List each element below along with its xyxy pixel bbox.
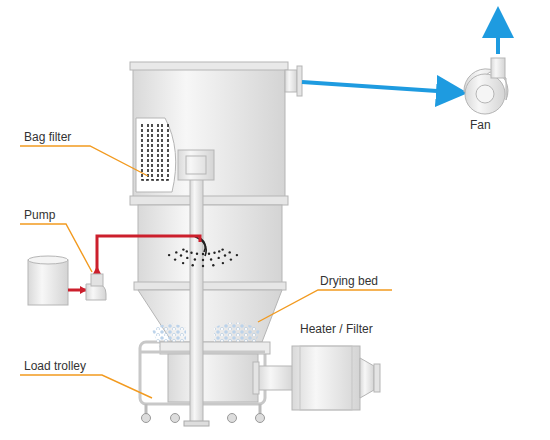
leader-lines [20, 146, 392, 398]
filter-bags [142, 124, 168, 180]
spray-chamber [138, 205, 282, 283]
liquid-line [97, 236, 200, 272]
top-lid [130, 62, 288, 70]
part-label: Bag filter [24, 130, 71, 144]
pipe-head [178, 150, 214, 180]
upper-chamber [133, 66, 285, 198]
liquid-tank [28, 260, 68, 305]
air-inlet-duct [258, 366, 294, 390]
part-label: Fan [470, 118, 491, 132]
exhaust-out-flow [496, 22, 500, 54]
air-plenum [168, 354, 258, 402]
outlet-flange [297, 66, 302, 96]
exhaust-air-flow [302, 82, 452, 92]
outlet-duct [285, 70, 297, 92]
part-label: Heater / Filter [300, 322, 373, 336]
flange [134, 282, 286, 290]
wheel [228, 414, 237, 423]
spray-mist [168, 248, 238, 267]
bag-filter-cutaway [136, 118, 176, 192]
flange [130, 196, 288, 205]
wheel [171, 414, 180, 423]
part-label: Drying bed [320, 274, 378, 288]
part-label: Pump [24, 208, 55, 222]
part-label: Load trolley [24, 359, 86, 373]
wheel [142, 414, 151, 423]
heater-filter-housing [292, 346, 360, 410]
wheel [256, 414, 265, 423]
fan [465, 74, 505, 114]
central-pipe [190, 178, 203, 423]
